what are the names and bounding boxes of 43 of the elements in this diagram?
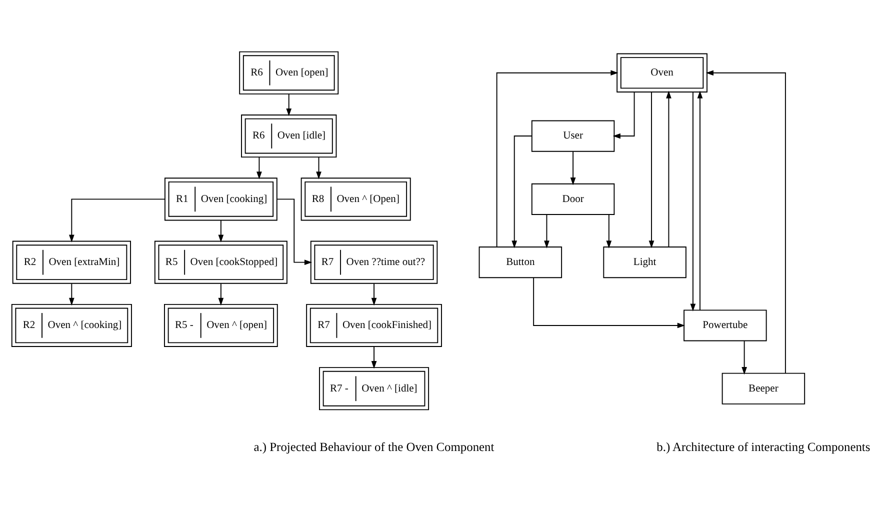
node-box: Beeper	[722, 372, 806, 404]
node-box: R6 Oven [open]	[239, 51, 339, 94]
node-box: R7 Oven ??time out??	[310, 240, 438, 284]
arrow	[648, 92, 654, 248]
node-box: R8 Oven ^ [Open]	[300, 178, 411, 221]
arrow	[690, 92, 696, 312]
arrow	[544, 214, 550, 248]
arrow	[68, 283, 74, 306]
node-box: R7 Oven [cookFinished]	[306, 304, 442, 347]
node-box: Powertube	[684, 310, 767, 342]
node-box: R2 Oven [extraMin]	[12, 240, 131, 284]
node-box: R5 Oven [cookStopped]	[154, 240, 288, 284]
node-box: Light	[603, 246, 686, 278]
arrow	[612, 92, 635, 139]
arrow	[371, 346, 377, 369]
arrow	[570, 151, 576, 186]
arrow	[533, 277, 686, 328]
node-box: Door	[531, 183, 615, 215]
arrow	[666, 90, 672, 248]
label: a.) Projected Behaviour of the Oven Component	[254, 440, 494, 454]
arrow	[316, 156, 322, 180]
arrow	[256, 156, 262, 180]
label: b.) Architecture of interacting Components	[656, 440, 870, 454]
arrow	[276, 198, 312, 265]
arrow	[371, 283, 377, 306]
arrow	[286, 94, 292, 116]
node-box: Oven	[616, 53, 708, 92]
node-box: R6 Oven [idle]	[241, 114, 337, 158]
node-box: R5 - Oven ^ [open]	[164, 304, 278, 347]
node-box: R2 Oven ^ [cooking]	[11, 304, 132, 347]
arrow	[742, 340, 747, 375]
arrow	[218, 283, 224, 306]
arrow	[606, 214, 612, 248]
arrow	[218, 220, 224, 242]
arrow	[706, 70, 786, 374]
node-box: R1 Oven [cooking]	[164, 178, 278, 221]
arrow	[68, 198, 166, 242]
node-box: User	[531, 120, 615, 152]
arrow	[697, 90, 703, 311]
node-box: R7 - Oven ^ [idle]	[319, 367, 430, 410]
arrow	[512, 136, 532, 248]
arrow	[496, 70, 618, 248]
node-box: Button	[478, 246, 562, 278]
